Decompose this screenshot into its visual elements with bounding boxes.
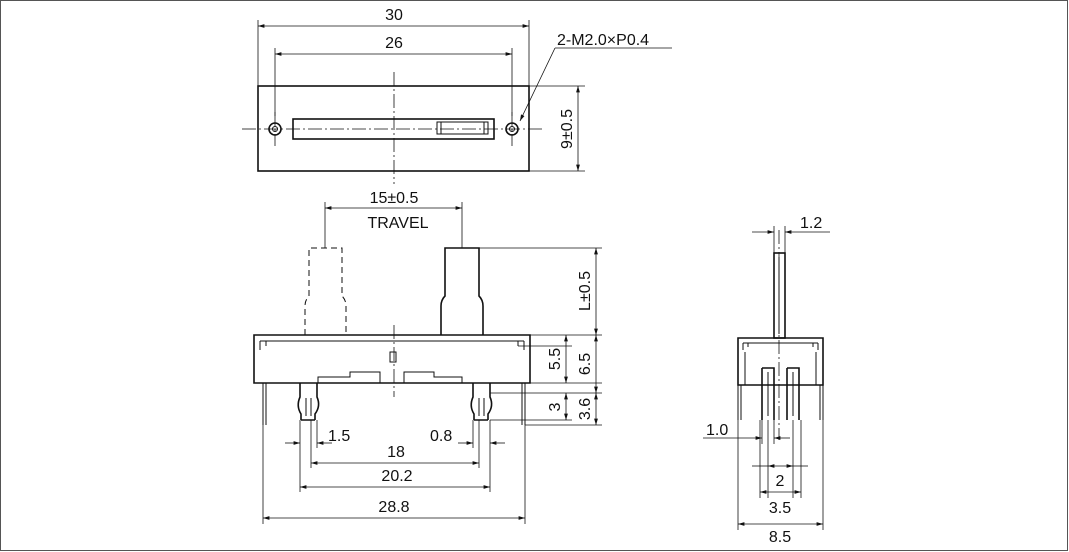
dimension-label-3: 3 bbox=[547, 402, 564, 411]
dimension-label-6-5: 6.5 bbox=[577, 353, 594, 375]
front-view: 15±0.5 TRAVEL L±0.5 5.5 6.5 3 3.6 bbox=[253, 190, 602, 524]
dimension-label-26: 26 bbox=[385, 35, 403, 52]
body-center-mark bbox=[389, 351, 397, 363]
side-view: 1.2 1.0 2 3.5 8.5 bbox=[703, 215, 830, 546]
hole-spec-label: 2-M2.0×P0.4 bbox=[557, 32, 649, 49]
dimension-label-top-height: 9±0.5 bbox=[559, 109, 576, 149]
travel-label: TRAVEL bbox=[367, 215, 428, 232]
terminal-left-inner bbox=[297, 383, 320, 421]
dimension-label-1-0: 1.0 bbox=[706, 422, 728, 439]
dimension-label-travel: 15±0.5 bbox=[370, 190, 419, 207]
lever-alternate-position bbox=[304, 247, 347, 335]
terminal-left-outer bbox=[262, 383, 267, 425]
dimension-label-0-8: 0.8 bbox=[430, 428, 452, 445]
dimension-label-18: 18 bbox=[387, 444, 405, 461]
terminal-right-outer bbox=[521, 383, 526, 425]
slider-body bbox=[253, 334, 531, 384]
top-view-body-outline bbox=[257, 85, 530, 172]
dimension-label-3-6: 3.6 bbox=[577, 398, 594, 420]
dimension-label-lever-height: L±0.5 bbox=[577, 271, 594, 311]
dimension-label-28-8: 28.8 bbox=[378, 499, 409, 516]
dimension-label-1-2: 1.2 bbox=[800, 215, 822, 232]
side-view-terminal-right bbox=[786, 367, 800, 420]
hole-spec-leader bbox=[519, 47, 556, 122]
dimension-label-8-5: 8.5 bbox=[769, 529, 791, 546]
dimension-label-5-5: 5.5 bbox=[547, 348, 564, 370]
top-view: 30 26 2-M2.0×P0.4 9±0.5 bbox=[242, 7, 672, 184]
dimension-label-20-2: 20.2 bbox=[381, 468, 412, 485]
dimension-label-2: 2 bbox=[776, 473, 785, 490]
lever bbox=[440, 247, 484, 335]
terminal-right-inner bbox=[470, 383, 493, 421]
top-view-knob bbox=[436, 121, 489, 135]
side-view-terminal-left bbox=[761, 367, 775, 420]
dimension-label-1-5: 1.5 bbox=[328, 428, 350, 445]
dimension-label-30: 30 bbox=[385, 7, 403, 24]
dimension-label-3-5: 3.5 bbox=[769, 500, 791, 517]
side-view-body bbox=[737, 337, 824, 386]
